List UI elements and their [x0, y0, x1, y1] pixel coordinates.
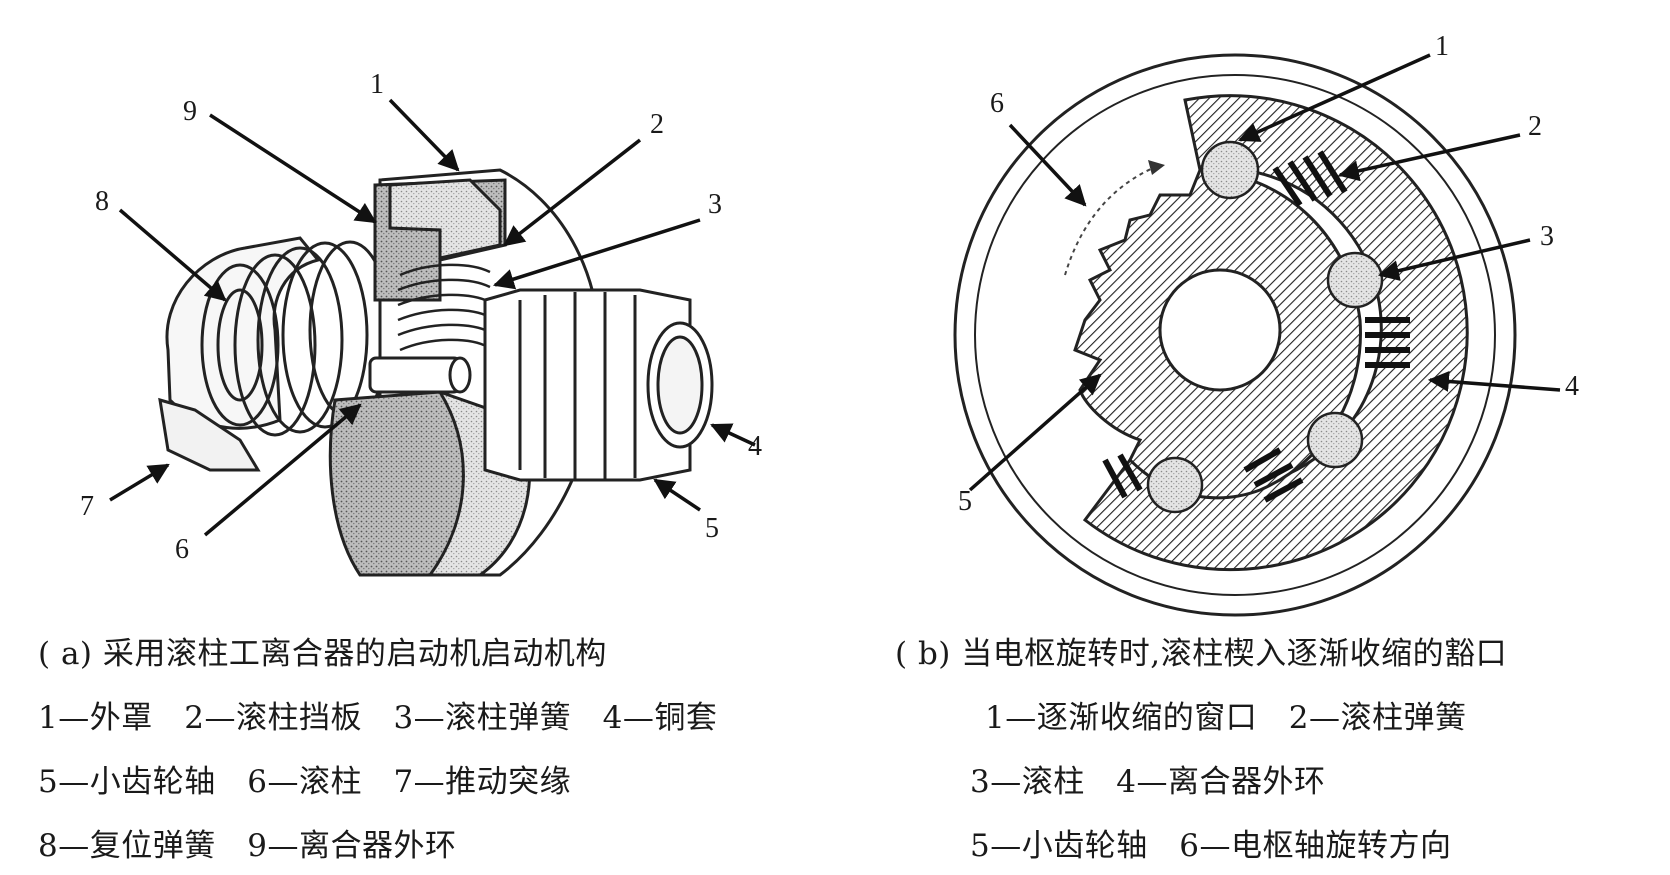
callout-a-1: 1	[370, 69, 384, 100]
callout-labels-b: 1 2 3 4 5 6	[958, 31, 1579, 517]
legend-b-line-1: 1—逐渐收缩的窗口 2—滚柱弹簧	[985, 700, 1467, 736]
callout-b-6: 6	[990, 88, 1004, 119]
callout-arrows-a	[109, 98, 756, 537]
callout-b-3: 3	[1540, 221, 1554, 252]
roller	[368, 356, 472, 394]
callout-b-5: 5	[958, 486, 972, 517]
callout-a-6: 6	[175, 534, 189, 565]
legend-a-line-2: 5—小齿轮轴 6—滚柱 7—推动突缘	[38, 764, 572, 800]
callout-arrows-b	[968, 53, 1561, 492]
clutch-cross-section: 1 2 3 4 5 6	[953, 31, 1579, 617]
caption-a: ( a) 采用滚柱工离合器的启动机启动机构	[38, 636, 607, 672]
callout-a-4: 4	[748, 431, 762, 462]
callout-a-5: 5	[705, 513, 719, 544]
roller-spring	[397, 263, 491, 352]
callout-b-1: 1	[1435, 31, 1449, 62]
roller-springs	[1102, 150, 1410, 503]
legend-a-line-1: 1—外罩 2—滚柱挡板 3—滚柱弹簧 4—铜套	[38, 700, 718, 736]
callout-a-3: 3	[708, 189, 722, 220]
pinion-gear	[483, 288, 714, 482]
rotation-direction-arc	[1064, 164, 1161, 276]
starter-drive-illustration: 1 2 3 4 5 6 7 8 9	[80, 69, 762, 577]
callout-a-8: 8	[95, 186, 109, 217]
callout-b-2: 2	[1528, 111, 1542, 142]
legend-a-line-3: 8—复位弹簧 9—离合器外环	[38, 828, 457, 864]
diagram-figures: 1 2 3 4 5 6 7 8 9	[80, 31, 1579, 617]
legend-b-line-2: 3—滚柱 4—离合器外环	[970, 764, 1326, 800]
caption-b: ( b) 当电枢旋转时,滚柱楔入逐渐收缩的豁口	[895, 636, 1508, 672]
callout-a-7: 7	[80, 491, 94, 522]
callout-a-9: 9	[183, 96, 197, 127]
callout-labels-a: 1 2 3 4 5 6 7 8 9	[80, 69, 762, 565]
legend-b-line-3: 5—小齿轮轴 6—电枢轴旋转方向	[970, 828, 1452, 864]
callout-a-2: 2	[650, 109, 664, 140]
rollers	[1146, 140, 1384, 514]
callout-b-4: 4	[1565, 371, 1579, 402]
